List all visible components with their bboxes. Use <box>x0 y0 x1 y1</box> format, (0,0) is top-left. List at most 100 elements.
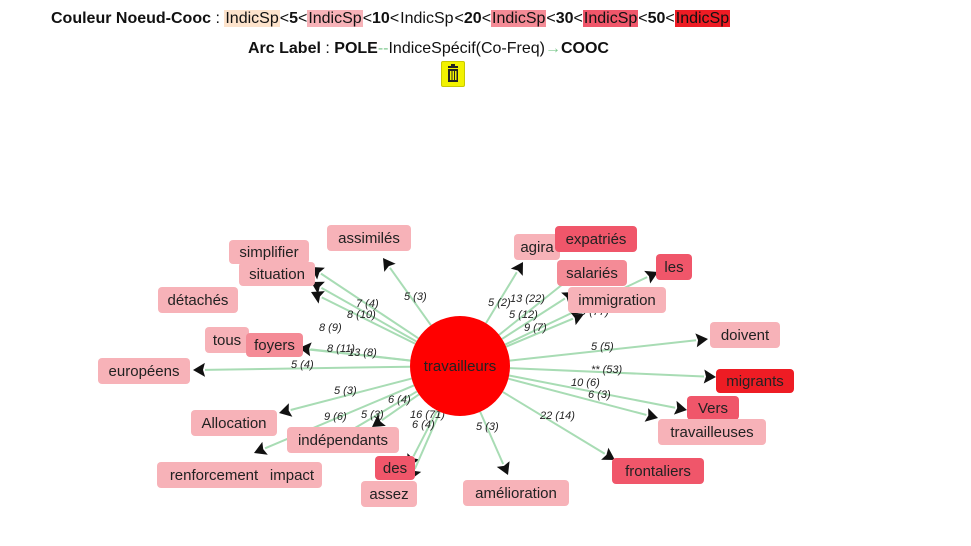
edge-foyers <box>310 348 411 362</box>
arrowhead-renforcement <box>254 441 268 455</box>
legend-swatch: IndicSp <box>307 10 363 27</box>
graph-edge-labels: 5 (3)7 (4)8 (10)8 (9)8 (11)13 (8)5 (4)5 … <box>291 291 623 433</box>
node-amelioration[interactable]: amélioration <box>463 480 569 506</box>
node-box <box>656 254 692 280</box>
node-label: simplifier <box>239 244 298 261</box>
node-box <box>658 419 766 445</box>
legend-operator: < <box>297 10 308 27</box>
edge-label-assimiles: 5 (3) <box>404 291 427 303</box>
legend-operator: < <box>454 10 464 27</box>
legend-threshold: 10 <box>372 10 390 27</box>
edge-doivent <box>509 339 697 362</box>
node-label: des <box>383 460 407 477</box>
edge-allocation <box>290 377 412 411</box>
node-frontaliers[interactable]: frontaliers <box>612 458 704 484</box>
node-box <box>687 396 739 420</box>
node-box <box>157 462 271 488</box>
node-independants[interactable]: indépendants <box>287 427 399 453</box>
legend-node-color-title: Couleur Noeud-Cooc <box>51 10 211 27</box>
edge-label-agira: 5 (2) <box>488 297 511 309</box>
node-label: doivent <box>721 327 770 344</box>
node-simplifier[interactable]: simplifier <box>229 240 309 264</box>
node-expatries[interactable]: expatriés <box>555 226 637 252</box>
legend-indice: IndiceSpécif(Co-Freq) <box>388 40 545 57</box>
legend-separator: : <box>320 40 335 57</box>
node-immigration[interactable]: immigration <box>568 287 666 313</box>
graph-nodes: travailleurs assimilés simplifier situation… <box>98 225 794 507</box>
arrowhead-allocation <box>279 403 293 417</box>
edge-label-allocation: 5 (3) <box>334 385 357 397</box>
center-node[interactable] <box>410 316 510 416</box>
legend-threshold: 50 <box>647 10 666 27</box>
node-detaches[interactable]: détachés <box>158 287 238 313</box>
node-box <box>514 234 560 260</box>
legend-operator: < <box>389 10 400 27</box>
legend-operator: < <box>638 10 648 27</box>
node-foyers[interactable]: foyers <box>246 333 303 357</box>
center-node-label: travailleurs <box>424 358 497 375</box>
trash-icon[interactable] <box>441 61 465 87</box>
node-label: foyers <box>254 337 295 354</box>
arrowhead-migrants <box>703 369 716 384</box>
edge-detaches <box>321 296 416 345</box>
node-agira[interactable]: agira <box>514 234 560 260</box>
node-vers[interactable]: Vers <box>687 396 739 420</box>
node-label: impact <box>270 467 315 484</box>
arrowhead-doivent <box>695 333 708 348</box>
arrowhead-amelioration <box>496 461 510 475</box>
node-label: indépendants <box>298 432 388 449</box>
edge-label-amelioration: 5 (3) <box>476 421 499 433</box>
edge-label-situation: 8 (10) <box>347 309 376 321</box>
legend-threshold: 5 <box>289 10 298 27</box>
node-box <box>361 481 417 507</box>
legend-operator: < <box>481 10 492 27</box>
node-label: les <box>664 259 683 276</box>
legend-threshold: 20 <box>463 10 482 27</box>
legend-color-scale: IndicSp<5<IndicSp<10<IndicSp<20<IndicSp<… <box>224 10 731 27</box>
node-tous[interactable]: tous <box>205 327 249 353</box>
edge-agira <box>485 271 518 324</box>
edge-label-assez: 6 (4) <box>412 419 435 431</box>
node-situation[interactable]: situation <box>239 262 315 286</box>
node-renforcement[interactable]: renforcement <box>157 462 271 488</box>
legend-node-color: Couleur Noeud-Cooc : IndicSp<5<IndicSp<1… <box>51 10 731 28</box>
node-travailleuses[interactable]: travailleuses <box>658 419 766 445</box>
node-des[interactable]: des <box>375 456 415 480</box>
edge-label-vers: 10 (6) <box>571 377 600 389</box>
edge-label-doivent: 5 (5) <box>591 341 614 353</box>
node-box <box>205 327 249 353</box>
arrowhead-frontaliers <box>601 447 615 460</box>
node-box <box>568 287 666 313</box>
node-label: expatriés <box>566 231 627 248</box>
edge-amelioration <box>479 411 505 465</box>
node-migrants[interactable]: migrants <box>716 369 794 393</box>
node-les[interactable]: les <box>656 254 692 280</box>
node-assez[interactable]: assez <box>361 481 417 507</box>
node-allocation[interactable]: Allocation <box>191 410 277 436</box>
edge-label-frontaliers: 22 (14) <box>539 410 575 422</box>
edge-label-tous: 8 (11) <box>327 343 355 355</box>
node-label: situation <box>249 266 305 283</box>
arrowhead-detaches <box>311 291 325 304</box>
node-label: frontaliers <box>625 463 691 480</box>
node-label: travailleuses <box>670 424 753 441</box>
node-doivent[interactable]: doivent <box>710 322 780 348</box>
node-impact[interactable]: impact <box>262 462 322 488</box>
arrowhead-situation <box>311 281 325 294</box>
edge-expatries <box>498 278 570 336</box>
node-salaries[interactable]: salariés <box>557 260 627 286</box>
edge-label-salaries: 5 (12) <box>509 309 538 321</box>
node-europeens[interactable]: européens <box>98 358 190 384</box>
legend-operator: < <box>362 10 373 27</box>
edge-label-travailleuses: 6 (3) <box>588 389 611 401</box>
node-box <box>262 462 322 488</box>
node-label: salariés <box>566 265 618 282</box>
node-label: Allocation <box>201 415 266 432</box>
edge-label-immigration: 9 (7) <box>524 322 547 334</box>
arrowhead-les <box>644 270 658 284</box>
edge-label-impact: 5 (3) <box>361 409 384 421</box>
edge-assimiles <box>389 267 432 326</box>
node-assimiles[interactable]: assimilés <box>327 225 411 251</box>
edge-label-migrants: ** (53) <box>591 364 623 376</box>
